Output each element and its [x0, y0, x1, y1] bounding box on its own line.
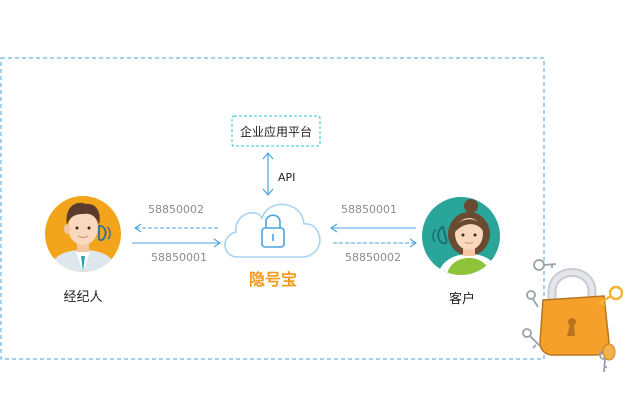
center-label: 隐号宝: [249, 270, 297, 289]
customer-label: 客户: [449, 291, 475, 307]
left-incoming-arrow: [132, 238, 221, 248]
right-incoming-number: 58850001: [341, 203, 397, 216]
cloud-lock-icon: [224, 203, 321, 258]
platform-box: [231, 115, 321, 147]
left-outgoing-number: 58850002: [148, 203, 204, 216]
right-incoming-arrow: [330, 223, 416, 233]
api-label: API: [278, 171, 295, 184]
api-arrow: [262, 152, 274, 196]
left-incoming-number: 58850001: [151, 251, 207, 264]
left-outgoing-arrow: [134, 223, 218, 233]
platform-label: 企业应用平台: [240, 124, 312, 139]
right-outgoing-number: 58850002: [345, 251, 401, 264]
right-outgoing-arrow: [333, 238, 417, 248]
broker-avatar-icon: [45, 196, 121, 272]
customer-avatar-icon: [422, 197, 500, 275]
padlock-keys-illustration: [522, 259, 624, 373]
broker-label: 经纪人: [63, 290, 102, 305]
dashed-frame: [0, 57, 545, 360]
